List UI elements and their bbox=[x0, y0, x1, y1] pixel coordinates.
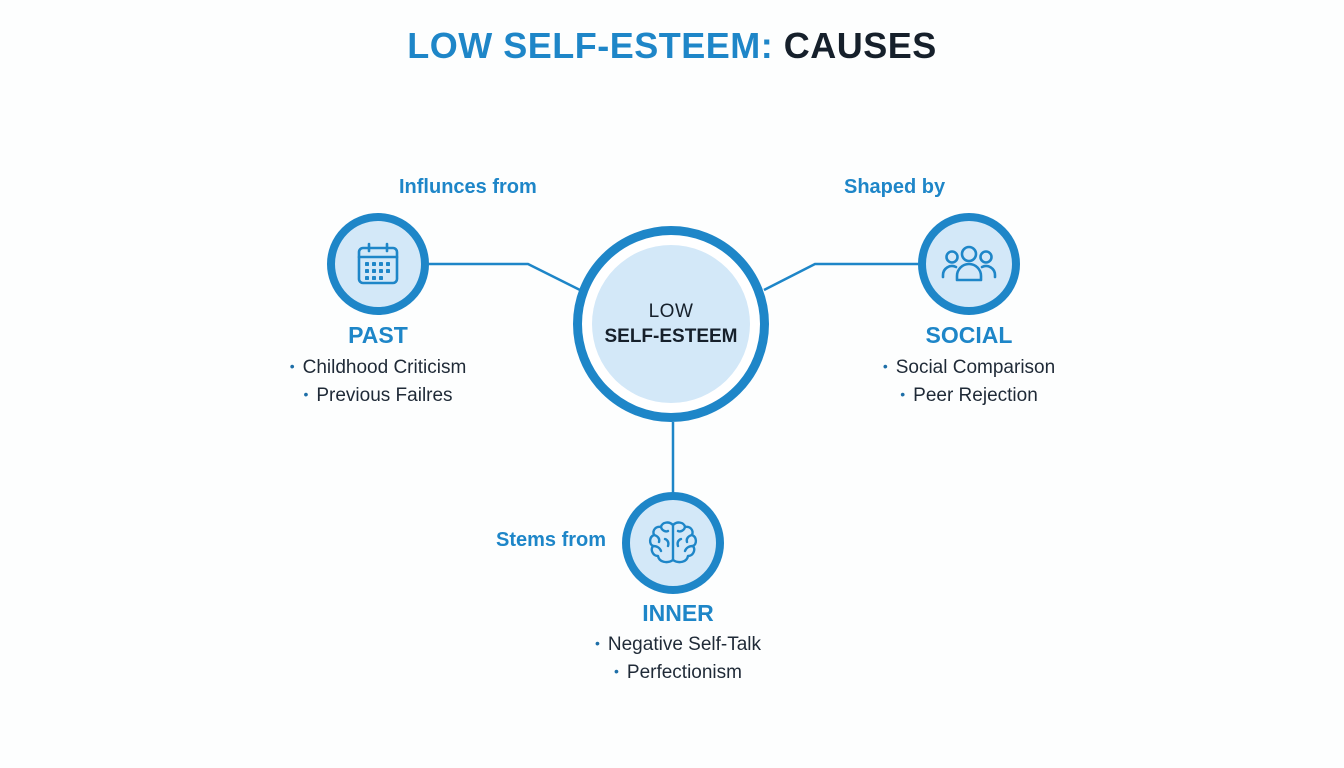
list-item-text: Negative Self-Talk bbox=[607, 634, 762, 655]
social-heading: SOCIAL bbox=[925, 322, 1013, 348]
connector-past bbox=[428, 262, 581, 292]
list-item: •Childhood Criticism bbox=[289, 357, 467, 378]
inner-heading: INNER bbox=[642, 600, 714, 626]
inner-node bbox=[622, 492, 724, 594]
calendar-icon bbox=[354, 240, 402, 288]
connector-social bbox=[763, 262, 918, 292]
center-label-line2: SELF-ESTEEM bbox=[604, 326, 738, 347]
list-item-text: Peer Rejection bbox=[913, 385, 1038, 406]
list-item-text: Previous Failres bbox=[316, 385, 453, 406]
social-cause-list: •Social Comparison •Peer Rejection bbox=[859, 354, 1079, 410]
past-heading: PAST bbox=[348, 322, 408, 348]
brain-icon bbox=[646, 519, 700, 567]
list-item-text: Childhood Criticism bbox=[302, 357, 467, 378]
center-node: LOW SELF-ESTEEM bbox=[573, 226, 769, 422]
title-dark: CAUSES bbox=[783, 25, 937, 66]
inner-cause-list: •Negative Self-Talk •Perfectionism bbox=[565, 631, 791, 687]
social-node bbox=[918, 213, 1020, 315]
list-item: •Previous Failres bbox=[303, 385, 453, 406]
past-cause-list: •Childhood Criticism •Previous Failres bbox=[268, 354, 488, 410]
title-accent: LOW SELF-ESTEEM: bbox=[407, 25, 774, 66]
people-group-icon bbox=[940, 242, 998, 286]
inner-connector-label: Stems from bbox=[496, 529, 607, 551]
center-node-inner: LOW SELF-ESTEEM bbox=[592, 245, 750, 403]
page-title: LOW SELF-ESTEEM: CAUSES bbox=[0, 24, 1344, 68]
list-item: •Negative Self-Talk bbox=[594, 634, 762, 655]
center-label-line1: LOW bbox=[648, 301, 694, 322]
list-item-text: Social Comparison bbox=[895, 357, 1056, 378]
list-item-text: Perfectionism bbox=[626, 662, 742, 683]
social-connector-label: Shaped by bbox=[844, 176, 946, 198]
list-item: •Perfectionism bbox=[613, 662, 742, 683]
past-connector-label: Influnces from bbox=[399, 176, 537, 198]
past-node bbox=[327, 213, 429, 315]
list-item: •Social Comparison bbox=[882, 357, 1056, 378]
list-item: •Peer Rejection bbox=[900, 385, 1038, 406]
